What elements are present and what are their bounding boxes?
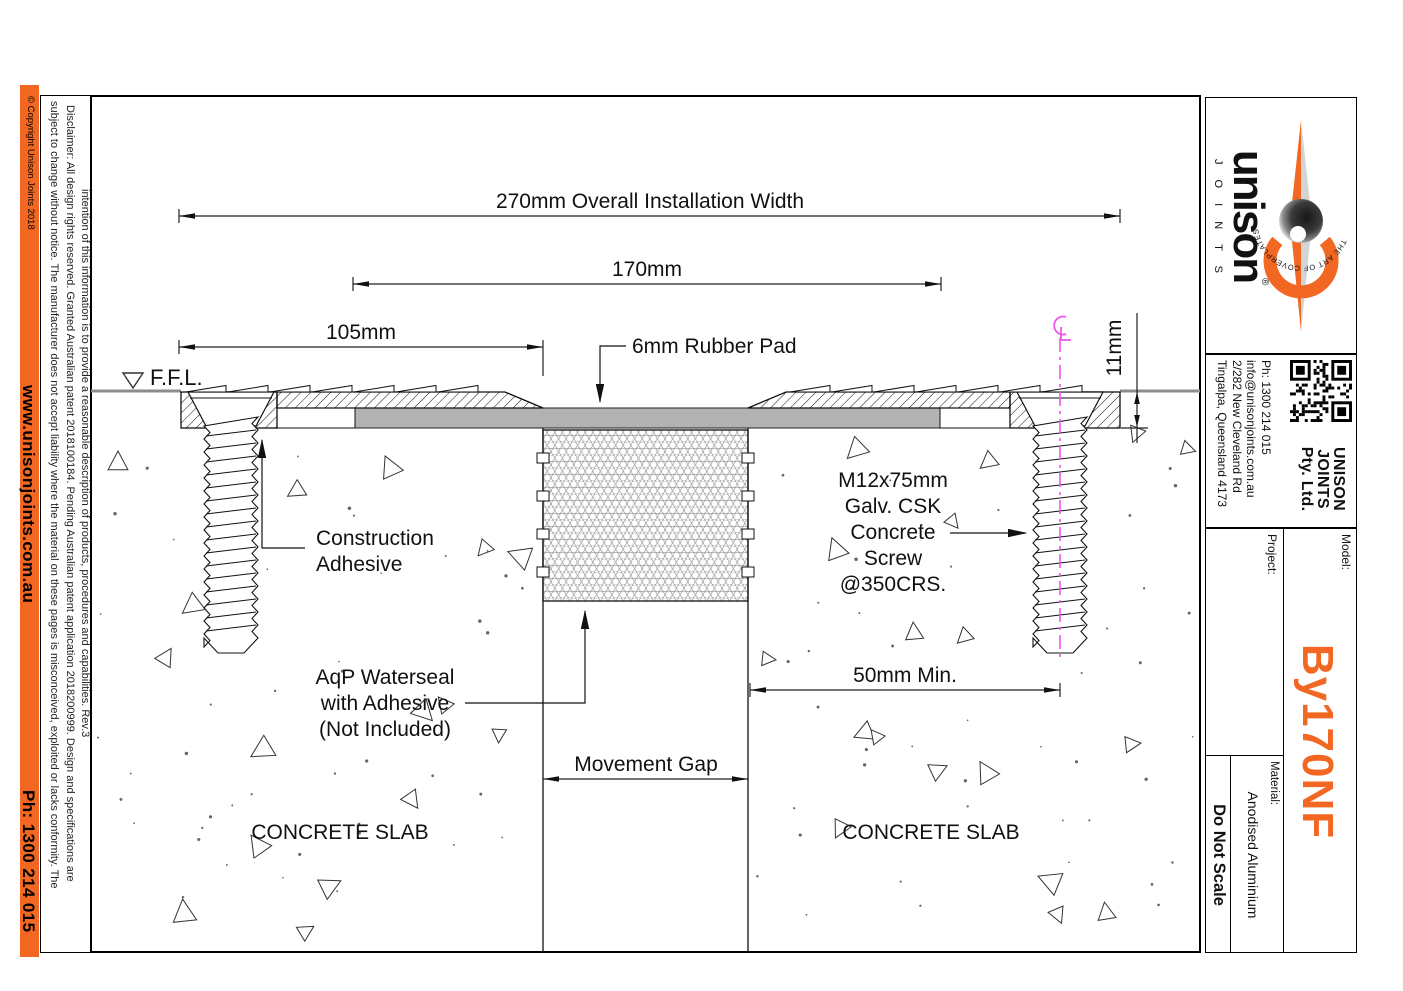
- do-not-scale-cell: Do Not Scale: [1205, 754, 1231, 953]
- concrete-slab-label-right: CONCRETE SLAB: [842, 821, 1019, 844]
- disclaimer-box: subject to change without notice. The ma…: [40, 95, 91, 953]
- aqp-label-1: AqP Waterseal: [316, 666, 455, 689]
- company-email: info@unisonjoints.com.au: [1244, 360, 1259, 498]
- unison-logo: THE ART OF COVERPLATES unison ® J O I N …: [1212, 120, 1348, 332]
- aqp-label-2: with Adhesive: [320, 692, 449, 715]
- adhesive-gap-right: [939, 407, 1011, 429]
- dim-label-170: 170mm: [612, 258, 682, 281]
- ffl-level-icon: [121, 372, 145, 390]
- logo-notch: [1290, 226, 1306, 242]
- dim-label-50min: 50mm Min.: [853, 664, 957, 687]
- dim-label-overall: 270mm Overall Installation Width: [496, 190, 804, 213]
- movement-gap-label: Movement Gap: [574, 753, 718, 776]
- screw-label-4: Screw: [864, 547, 923, 570]
- centerline-icon: [1053, 315, 1071, 660]
- screw-label-5: @350CRS.: [840, 573, 947, 596]
- company-address-2: Tingalpa, Queensland 4173: [1215, 360, 1230, 507]
- dimension-lines: [178, 209, 1148, 780]
- company-name-1: UNISON: [1330, 446, 1347, 512]
- leader-lines: [257, 345, 1028, 704]
- concrete-slab-label-left: CONCRETE SLAB: [251, 821, 428, 844]
- dimension-arrows: [179, 213, 1140, 782]
- company-name-3: Pty. Ltd.: [1298, 446, 1315, 512]
- qr-code: [1290, 360, 1352, 422]
- disclaimer-line1: Disclaimer: All design rights reserved. …: [64, 105, 76, 882]
- company-phone: Ph: 1300 214 015: [1259, 360, 1273, 455]
- rubber-pad: [354, 407, 941, 429]
- disclaimer-line2: subject to change without notice. The ma…: [48, 101, 60, 889]
- project-cell: Project:: [1205, 528, 1284, 756]
- copyright-text: © Copyright Unison Joints 2018: [25, 96, 36, 230]
- project-label: Project:: [1265, 534, 1279, 575]
- orange-sidebar: © Copyright Unison Joints 2018 www.uniso…: [19, 85, 39, 957]
- logo-cell: THE ART OF COVERPLATES unison ® J O I N …: [1205, 97, 1357, 354]
- company-cell: UNISON JOINTS Pty. Ltd. Ph: 1300 214 015…: [1205, 354, 1357, 528]
- sidebar-phone-text: Ph: 1300 214 015: [19, 790, 38, 933]
- waterseal-block: [536, 429, 755, 602]
- logo-ball: [1279, 199, 1323, 243]
- dim-label-105: 105mm: [326, 321, 396, 344]
- construction-adhesive-label-2: Adhesive: [316, 553, 402, 576]
- logo-joints: J O I N T S: [1212, 159, 1224, 279]
- screw-label-2: Galv. CSK: [845, 495, 941, 518]
- logo-crescent: [1263, 236, 1339, 299]
- material-value: Anodised Aluminium: [1244, 791, 1261, 918]
- model-value: By170NF: [1292, 643, 1342, 840]
- technical-drawing: 270mm Overall Installation Width 170mm 1…: [90, 95, 1201, 953]
- material-cell: Material: Anodised Aluminium: [1229, 754, 1284, 953]
- model-cell: Model: By170NF: [1282, 528, 1357, 953]
- ffl-label: F.F.L.: [150, 365, 203, 390]
- logo-wordmark: unison: [1224, 150, 1273, 282]
- construction-adhesive-label-1: Construction: [316, 527, 434, 550]
- plate-serrations: [185, 384, 1083, 393]
- do-not-scale-text: Do Not Scale: [1210, 803, 1228, 906]
- aqp-label-3: (Not Included): [319, 718, 451, 741]
- adhesive-gap-left: [276, 407, 356, 429]
- rubber-pad-label: 6mm Rubber Pad: [632, 335, 797, 358]
- company-name-2: JOINTS: [1314, 449, 1331, 509]
- company-address-1: 2/282 New Cleveland Rd: [1230, 360, 1244, 493]
- concrete-texture: [97, 424, 1197, 943]
- screw-label-3: Concrete: [850, 521, 935, 544]
- screw-label-1: M12x75mm: [838, 469, 948, 492]
- material-label: Material:: [1267, 760, 1280, 805]
- logo-registered: ®: [1259, 278, 1270, 286]
- dim-label-11: 11mm: [1103, 320, 1126, 377]
- website-text: www.unisonjoints.com.au: [19, 385, 38, 604]
